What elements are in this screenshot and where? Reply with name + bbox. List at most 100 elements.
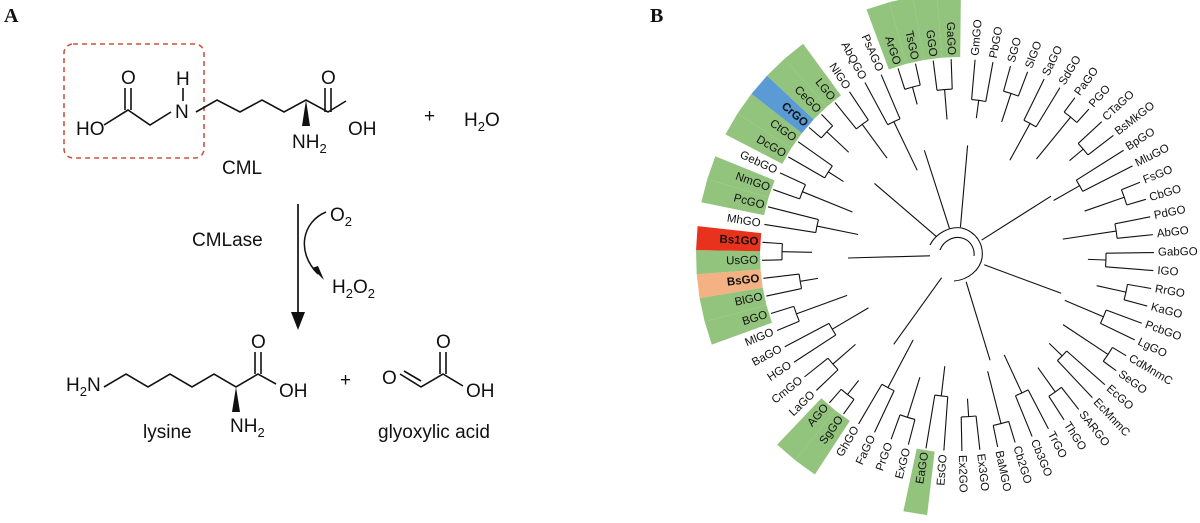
cml-o-right: O: [321, 68, 336, 89]
glyoxylic-o-left: O: [382, 368, 397, 389]
tree-backbone-branch: [848, 256, 930, 258]
tree-branch-Bs1GO: [762, 242, 782, 243]
tree-branch-ThGO: [1049, 396, 1064, 420]
cml-oh: OH: [348, 119, 377, 140]
tree-branch-BsMkGO: [1088, 135, 1113, 155]
tree-branch-BGO: [771, 306, 794, 313]
lysine-o: O: [251, 332, 266, 353]
cml-h: H: [176, 69, 190, 90]
tree-branch-PcbGO: [1106, 310, 1142, 323]
tree-branch-EcMnmC: [1057, 361, 1092, 398]
lysine-label: lysine: [143, 422, 192, 443]
tree-internal-branch: [800, 278, 818, 281]
tree-branch-PaGO: [1064, 98, 1075, 112]
tree-internal-branch: [912, 87, 917, 104]
leaf-label-TrGO: TrGO: [1045, 430, 1069, 461]
lysine-h2n: H2N: [66, 375, 101, 399]
tree-internal-branch: [888, 340, 913, 388]
tree-internal-branch: [1063, 231, 1116, 239]
lysine-bond-chain: [104, 374, 276, 387]
leaf-label-FsGO: FsGO: [1142, 164, 1175, 187]
leaf-label-PdGO: PdGO: [1153, 204, 1187, 222]
tree-branch-NlGO: [850, 92, 869, 120]
lysine-structure: H2N O OH NH2 lysine: [66, 332, 308, 443]
tree-internal-branch: [967, 399, 968, 417]
leaf-label-GabGO: GabGO: [1158, 246, 1198, 258]
curved-arrow: [304, 212, 326, 274]
tree-branch-BlGO: [766, 289, 801, 297]
tree-internal-branch: [1063, 325, 1108, 355]
tree-branch-CbGO: [1127, 199, 1146, 205]
tree-branch-GmGO: [972, 60, 975, 100]
tree-branch-PsAGO: [881, 75, 900, 119]
cml-carbonyl-left: [125, 88, 131, 110]
leaf-label-ExGO: ExGO: [894, 447, 914, 480]
tree-branch-GaGO: [951, 59, 952, 89]
tree-branch-BpGO: [1076, 150, 1123, 180]
tree-branch-EcGO: [1067, 351, 1105, 385]
cml-nh2: NH2: [292, 132, 327, 156]
glyoxylic-aldehyde-double: [404, 371, 421, 381]
cml-label: CML: [222, 158, 262, 179]
leaf-label-EsGO: EsGO: [935, 454, 949, 486]
tree-branch-ExGO: [908, 419, 915, 444]
leaf-label-IGO: IGO: [1157, 265, 1179, 279]
cml-bond-chain-left: [104, 110, 171, 125]
glyoxylic-acid-label: glyoxylic acid: [378, 422, 490, 443]
tree-internal-branch: [832, 308, 868, 329]
tree-branch-PdGO: [1115, 217, 1150, 224]
tree-internal-branch: [1097, 286, 1126, 292]
tree-internal-branch: [1004, 355, 1022, 393]
glyoxylic-carbonyl: [440, 352, 446, 374]
tree-internal-branch: [796, 295, 847, 313]
tree-branch-RrGO: [1127, 284, 1151, 288]
tree-branch-GebGO: [780, 173, 805, 185]
tree-backbone-branch: [982, 196, 1051, 240]
tree-branch-CTaGO: [1078, 122, 1101, 144]
tree-internal-branch: [945, 90, 947, 120]
leaf-label-Ex2GO: Ex2GO: [956, 455, 969, 493]
glyoxylic-o-top: O: [436, 332, 451, 353]
tree-branch-PrGO: [891, 415, 900, 439]
hydrogen-peroxide: H2O2: [332, 277, 375, 301]
leaf-label-MhGO: MhGO: [726, 213, 761, 230]
tree-branch-AbQGO: [865, 82, 888, 124]
tree-branch-SeGO: [1103, 361, 1116, 370]
tree-branch-Cb3GO: [1015, 396, 1032, 437]
lysine-oh: OH: [279, 381, 308, 402]
tree-backbone-branch: [924, 150, 949, 228]
panel-a-letter: A: [4, 5, 19, 27]
leaf-label-FaGO: FaGO: [854, 433, 878, 466]
cml-wedge-bond: [302, 100, 310, 126]
tree-internal-branch: [1088, 259, 1106, 260]
tree-branch-PGO: [1077, 109, 1089, 122]
leaf-label-CbGO: CbGO: [1148, 183, 1183, 204]
tree-branch-BaMGO: [993, 425, 997, 447]
cml-ho: HO: [76, 119, 105, 140]
tree-internal-branch: [1038, 368, 1055, 392]
cml-structure: HO O H N O OH NH2 CML: [76, 68, 377, 179]
leaf-label-Bs1GO: Bs1GO: [719, 234, 759, 248]
tree-backbone-branch: [966, 282, 990, 360]
glyoxylic-acid-structure: O O OH glyoxylic acid: [378, 332, 495, 443]
tree-branch-SARGO: [1061, 387, 1078, 409]
tree-branch-CeGO: [821, 114, 832, 125]
tree-branch-SaGO: [1024, 79, 1044, 120]
tree-internal-branch: [1010, 123, 1030, 160]
leaf-label-Ex3GO: Ex3GO: [974, 453, 990, 492]
tree-branch-CrGO: [809, 127, 821, 137]
tree-branch-TsGO: [915, 64, 920, 85]
tree-branch-KaGO: [1124, 300, 1147, 306]
tree-internal-branch: [817, 226, 858, 234]
tree-branch-GabGO: [1106, 253, 1154, 254]
tree-branch-PcGO: [768, 207, 818, 220]
tree-backbone-branch: [894, 278, 942, 345]
tree-branch-SgGO: [843, 399, 854, 414]
oxygen: O2: [330, 205, 352, 229]
glyoxylic-bond-chain: [400, 374, 463, 387]
tree-branch-LaGO: [816, 370, 838, 391]
tree-branch-EsGO: [944, 397, 948, 451]
tree-branch-MlGO: [777, 321, 799, 330]
cml-bond-chain: [196, 100, 346, 112]
